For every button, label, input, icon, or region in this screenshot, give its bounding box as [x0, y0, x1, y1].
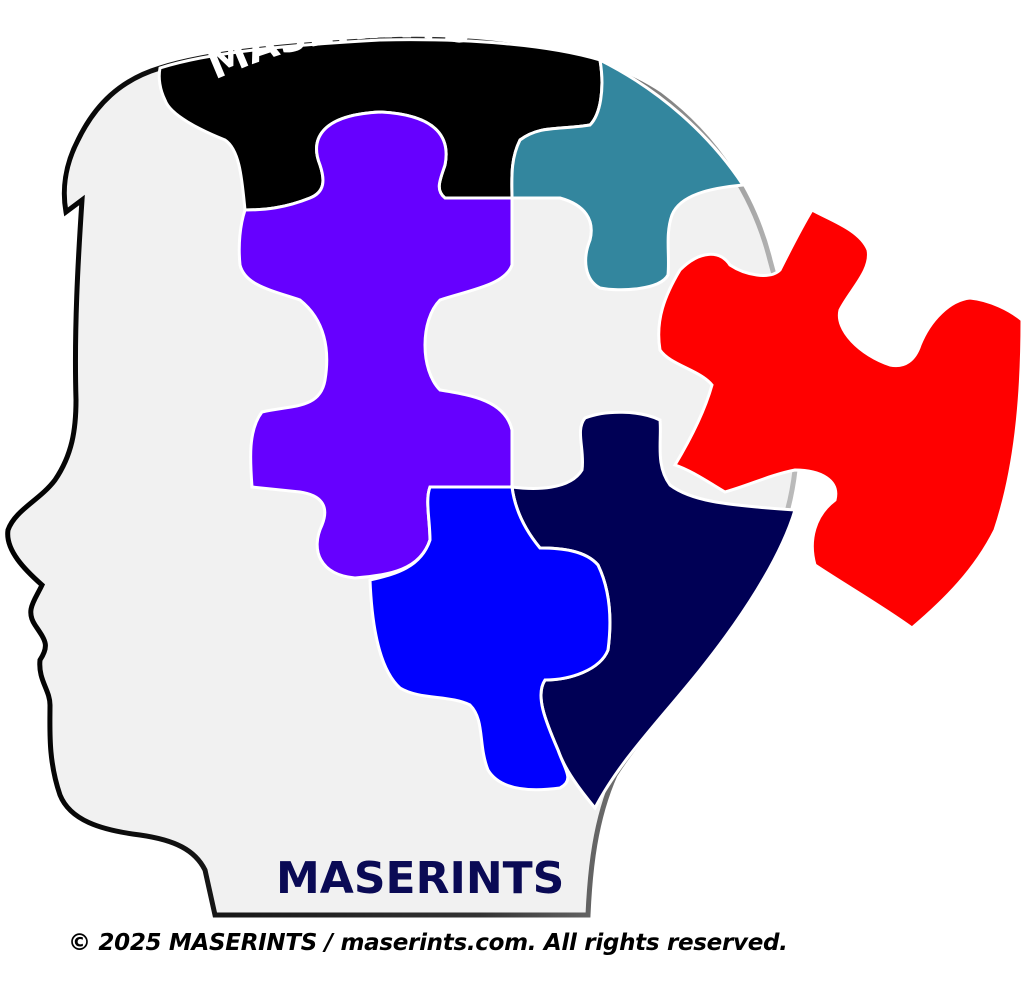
blue-puzzle-piece: [368, 485, 612, 792]
red-puzzle-piece: [657, 207, 1024, 630]
copyright-footer: © 2025 MASERINTS / maserints.com. All ri…: [68, 930, 788, 956]
teal-puzzle-piece: [510, 57, 746, 292]
bottom-brand-text: MASERINTS: [276, 853, 564, 904]
